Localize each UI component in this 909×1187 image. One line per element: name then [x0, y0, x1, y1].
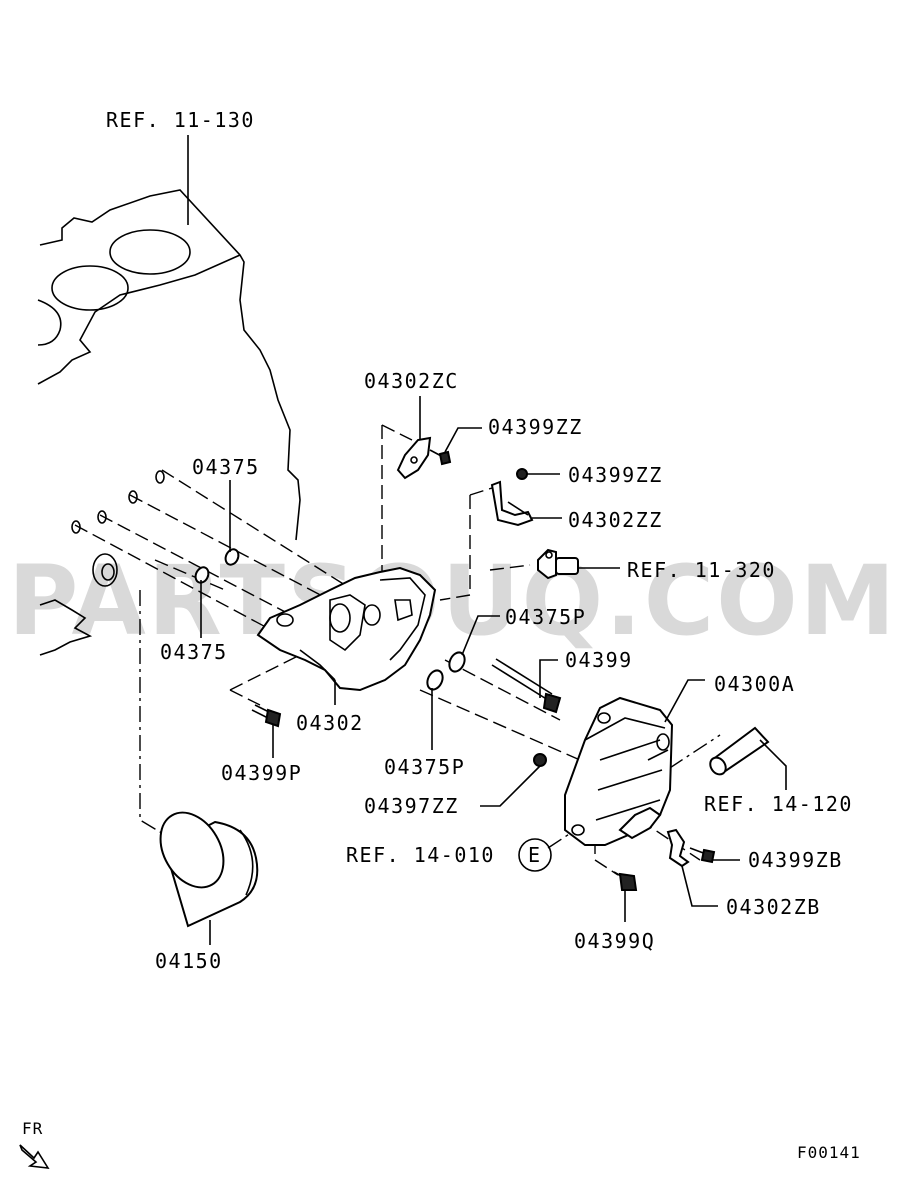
figure-code: F00141 — [797, 1143, 861, 1162]
label-04399ZB: 04399ZB — [748, 848, 843, 872]
label-ref-11-320: REF. 11-320 — [627, 558, 776, 582]
label-04399ZZ-upper: 04399ZZ — [488, 415, 583, 439]
dowel-rings — [71, 470, 165, 587]
nut-04397ZZ — [533, 753, 547, 767]
front-arrow-icon — [19, 1144, 50, 1169]
label-04302ZB: 04302ZB — [726, 895, 821, 919]
bolt-04399ZZ-right — [516, 468, 560, 480]
oil-cooler — [564, 696, 674, 846]
o-ring-04375P-upper — [448, 651, 466, 673]
part-labels: REF. 11-130 04302ZC 04399ZZ 04399ZZ 0430… — [106, 108, 853, 973]
label-04399Q: 04399Q — [574, 929, 655, 953]
label-04375-lower: 04375 — [160, 640, 228, 664]
bolt-04399P — [251, 704, 282, 728]
label-04302ZC: 04302ZC — [364, 369, 459, 393]
label-ref-11-130: REF. 11-130 — [106, 108, 255, 132]
label-04302: 04302 — [296, 711, 364, 735]
bracket-04302ZB — [666, 828, 690, 868]
bolt-04399ZB — [689, 847, 716, 864]
label-04375P-lower: 04375P — [384, 755, 465, 779]
long-bolt-04399 — [491, 658, 562, 714]
watermark: PARTSOUQ.COM — [8, 545, 897, 657]
oil-pressure-sensor — [537, 548, 579, 580]
label-04397ZZ: 04397ZZ — [364, 794, 459, 818]
label-04150: 04150 — [155, 949, 223, 973]
bracket-04302ZZ — [490, 480, 534, 527]
label-04302ZZ: 04302ZZ — [568, 508, 663, 532]
o-ring-04375P-lower — [426, 669, 444, 691]
coolant-hose — [709, 726, 770, 776]
engine-block-illustration — [37, 189, 301, 656]
oil-filter-bracket — [256, 566, 437, 692]
gasket-ring-04375-upper — [224, 548, 240, 566]
label-04399P: 04399P — [221, 761, 302, 785]
label-ref-14-120: REF. 14-120 — [704, 792, 853, 816]
label-04375-upper: 04375 — [192, 455, 260, 479]
bolt-04399Q — [613, 871, 638, 891]
label-ref-14-010: REF. 14-010 — [346, 843, 495, 867]
bracket-04302ZC — [396, 436, 432, 480]
label-04375P-upper: 04375P — [505, 605, 586, 629]
callout-e-circle — [518, 838, 552, 872]
oil-filter — [159, 811, 259, 928]
label-04300A: 04300A — [714, 672, 795, 696]
label-04399: 04399 — [565, 648, 633, 672]
gasket-ring-04375-lower — [194, 566, 210, 584]
bolt-04399ZZ-upper — [429, 449, 452, 466]
front-direction-indicator: FR — [19, 1119, 50, 1169]
leader-lines — [187, 135, 787, 945]
front-label: FR — [22, 1119, 43, 1138]
label-04399ZZ-right: 04399ZZ — [568, 463, 663, 487]
callout-e-label: E — [528, 843, 542, 867]
